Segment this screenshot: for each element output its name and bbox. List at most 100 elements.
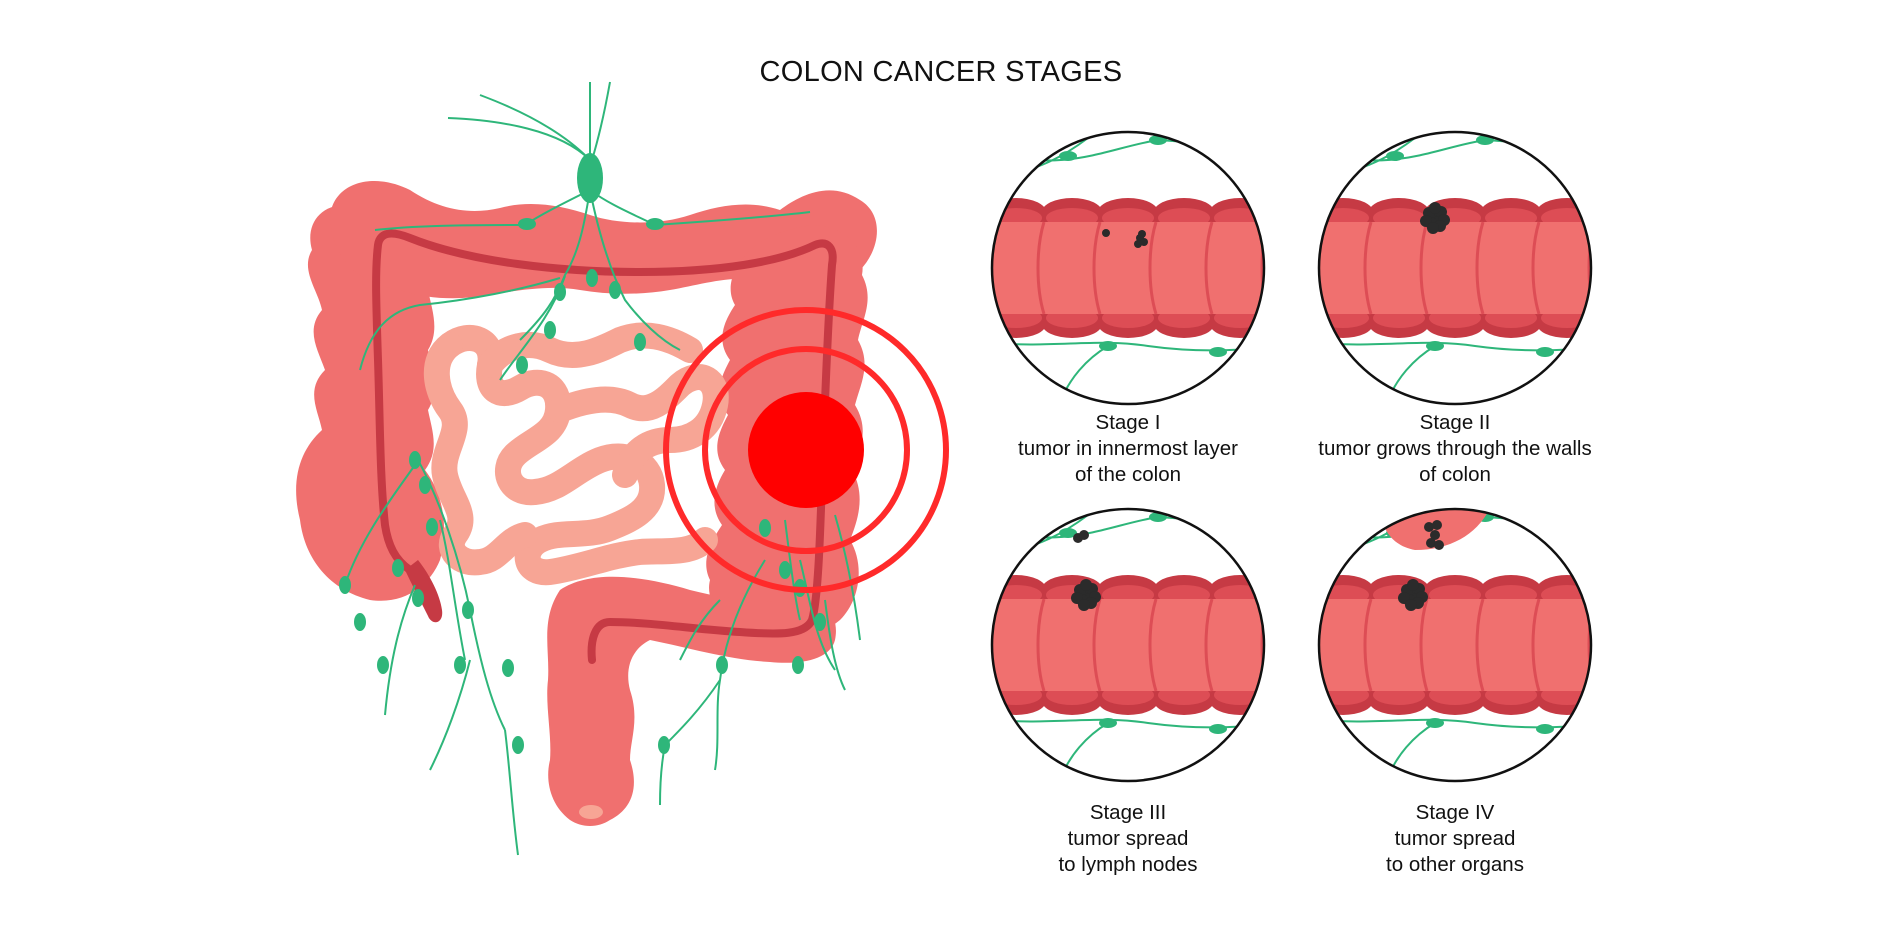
tumor-cell <box>1432 520 1442 530</box>
stage-2-magnifier <box>1317 130 1649 406</box>
tumor-cell <box>1430 530 1440 540</box>
lymph-node <box>426 518 438 536</box>
stage-description-line: tumor grows through the walls <box>1318 437 1592 460</box>
haustra-seam <box>1363 598 1373 692</box>
tumor-cell <box>1424 522 1434 532</box>
colon-inner-line <box>372 229 837 664</box>
tumor-ring-outer <box>663 307 949 593</box>
haustra-seam <box>1475 598 1485 692</box>
tumor-cell <box>1429 202 1441 214</box>
tumor-cell <box>1407 579 1419 591</box>
stage-1-magnifier <box>990 130 1326 406</box>
lymph-node <box>814 613 826 631</box>
stage-caption-4: Stage IV tumor spread to other organs <box>1285 800 1625 878</box>
haustra-seam <box>1092 221 1102 315</box>
haustra-fold <box>1266 310 1326 338</box>
lymph-node <box>1536 724 1554 734</box>
lymph-node <box>512 736 524 754</box>
stage-description-line: of colon <box>1419 463 1491 486</box>
haustra-seam <box>1419 221 1429 315</box>
lymph-node <box>339 576 351 594</box>
tumor-cell <box>1426 538 1436 548</box>
haustra-fold <box>1593 687 1653 715</box>
stage-caption-2: Stage II tumor grows through the walls o… <box>1285 410 1625 488</box>
haustra-fold <box>1266 575 1326 603</box>
haustra-fold <box>1597 585 1649 605</box>
haustra-seam <box>1148 598 1158 692</box>
lymph-node <box>409 451 421 469</box>
lymph-node <box>377 656 389 674</box>
lymph-node <box>586 269 598 287</box>
lymph-nodes <box>339 153 826 754</box>
lymph-node <box>646 218 664 230</box>
lymph-node <box>1209 347 1227 357</box>
lymph-node <box>554 283 566 301</box>
lymph-node <box>516 356 528 374</box>
small-intestine <box>423 322 729 586</box>
tumor-cell <box>1138 230 1146 238</box>
magnifier-border <box>990 507 1266 783</box>
haustra-seam <box>1260 221 1264 315</box>
tumor-dot <box>748 392 864 508</box>
lymph-node <box>1536 347 1554 357</box>
lymph-node <box>1386 151 1404 161</box>
magnifier-border <box>990 130 1266 406</box>
stage-description-line: tumor in innermost layer <box>1018 437 1238 460</box>
stage-name: Stage III <box>1089 801 1167 824</box>
tumor-cell <box>1134 240 1142 248</box>
haustra-fold <box>1270 585 1322 605</box>
lymph-node <box>1099 341 1117 351</box>
lymph-node <box>544 321 556 339</box>
lymph-node <box>354 613 366 631</box>
lymph-vessel <box>992 341 1264 352</box>
lymph-node <box>419 476 431 494</box>
tumor-target <box>663 307 949 593</box>
ascending-colon <box>296 205 445 601</box>
haustra-fold <box>1593 575 1653 603</box>
haustra-seam <box>1036 221 1046 315</box>
stage-description-line: of the colon <box>1075 463 1181 486</box>
haustra-seam <box>1148 221 1158 315</box>
tumor-cell <box>1434 540 1444 550</box>
tumor-cell <box>1427 222 1439 234</box>
lymph-node <box>1059 528 1077 538</box>
stage-description-line: tumor spread <box>1067 827 1189 850</box>
haustra-seam <box>1092 598 1102 692</box>
tumor-cell <box>1078 599 1090 611</box>
colon-lumen <box>992 222 1264 314</box>
lymph-node <box>1426 341 1444 351</box>
lymph-node <box>779 561 791 579</box>
lymph-node <box>502 659 514 677</box>
colon-lumen <box>1319 599 1591 691</box>
sigmoid-colon <box>547 576 836 826</box>
stage-3-magnifier <box>990 507 1326 783</box>
lymph-node <box>454 656 466 674</box>
haustra-seam <box>1260 598 1264 692</box>
lymph-node <box>792 656 804 674</box>
haustra-seam <box>1419 598 1429 692</box>
stage-description-line: to lymph nodes <box>1058 853 1198 876</box>
haustra-seam <box>1587 598 1591 692</box>
haustra-fold <box>1270 308 1322 328</box>
tumor-cell <box>1080 579 1092 591</box>
lymph-node <box>518 218 536 230</box>
lymph-node <box>577 153 603 203</box>
stage-name: Stage II <box>1419 411 1491 434</box>
haustra-seam <box>1363 221 1373 315</box>
haustra-fold <box>1597 208 1649 228</box>
lymph-node <box>412 589 424 607</box>
lymph-vessel <box>992 718 1264 729</box>
tumor-ring-inner <box>702 346 910 554</box>
haustra-seam <box>1587 221 1591 315</box>
lymph-node <box>716 656 728 674</box>
haustra-seam <box>1204 598 1214 692</box>
haustra-fold <box>1266 687 1326 715</box>
colon-lumen <box>992 599 1264 691</box>
stage-caption-1: Stage I tumor in innermost layer of the … <box>958 410 1298 488</box>
rectum-tip <box>579 805 603 819</box>
lymph-vessel <box>1319 718 1591 729</box>
lymph-node <box>1209 724 1227 734</box>
stage-description-line: to other organs <box>1386 853 1524 876</box>
lymph-node <box>634 333 646 351</box>
